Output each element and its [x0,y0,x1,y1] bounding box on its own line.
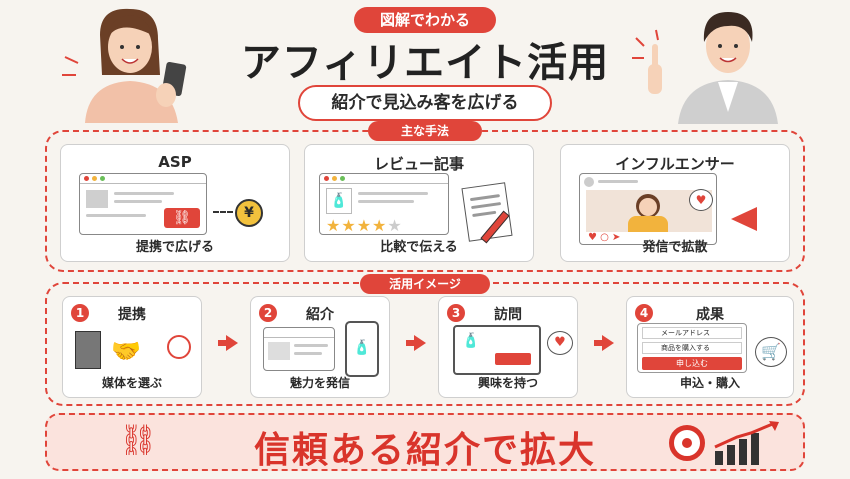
browser-window-icon: ⛓ [79,173,207,235]
email-field: メールアドレス [642,327,742,339]
submit-button: 申し込む [642,357,742,370]
laptop-icon: 🧴 [453,325,541,375]
page-title: アフィリエイト活用 [240,40,610,86]
woman-with-phone-illustration [62,8,187,123]
step-caption: 媒体を選ぶ [101,376,162,390]
handshake-icon: 🤝 [111,337,141,365]
conclusion-banner: ⛓ 信頼ある紹介で拡大 [45,413,805,471]
method-card-asp: ASP ⛓ ¥ 提携で広げる [60,144,290,262]
step-caption: 申込・購入 [679,376,740,390]
heart-bubble-icon: ♥ [547,331,573,355]
network-icon [167,335,191,359]
step-card-result: 4 成果 メールアドレス 商品を購入する 申し込む 🛒 申込・購入 [626,296,794,398]
link-icon: ⛓ [119,423,158,458]
step-title: 訪問 [494,307,522,323]
smartphone-icon: 🧴 [345,321,379,377]
usage-label: 活用イメージ [360,274,490,294]
megaphone-icon [731,207,757,231]
step-number: 2 [259,304,277,322]
step-card-introduce: 2 紹介 🧴 魅力を発信 [250,296,390,398]
step-title: 提携 [118,307,146,323]
man-pointing-illustration [632,12,778,124]
star-rating-icon: ★★★★★ [326,216,403,235]
arrow-right-icon [226,335,238,351]
method-title: インフルエンサー [615,155,735,173]
review-page-icon: 🧴 ★★★★★ [319,173,449,235]
step-card-partnership: 1 提携 🤝 媒体を選ぶ [62,296,202,398]
step-number: 1 [71,304,89,322]
subtitle-text: 紹介で見込み客を広げる [331,93,519,113]
step-caption: 興味を持つ [477,376,538,390]
method-title: レビュー記事 [373,155,464,173]
growth-chart-icon [714,421,779,465]
method-card-influencer: インフルエンサー ♥ ○ ➤ ♥ 発信で拡散 [560,144,790,262]
method-title: ASP [158,153,192,171]
cart-bubble-icon: 🛒 [755,337,787,367]
subtitle-bubble: 紹介で見込み客を広げる [298,85,552,121]
header-badge: 図解でわかる [354,7,496,33]
article-page-icon [263,327,335,371]
heart-bubble-icon: ♥ [689,189,713,211]
step-number: 4 [635,304,653,322]
banner-text: 信頼ある紹介で拡大 [253,430,596,471]
product-field: 商品を購入する [642,342,742,354]
step-card-visit: 3 訪問 🧴 ♥ 興味を持つ [438,296,578,398]
step-title: 成果 [696,307,724,323]
target-icon [669,425,705,461]
step-number: 3 [447,304,465,322]
yen-coin-icon: ¥ [235,199,263,227]
arrow-right-icon [414,335,426,351]
methods-label: 主な手法 [368,121,482,141]
signup-form: メールアドレス 商品を購入する 申し込む [637,323,747,373]
step-title: 紹介 [306,307,334,323]
method-caption: 比較で伝える [380,240,458,255]
method-caption: 提携で広げる [135,240,214,255]
building-icon [75,331,101,369]
link-icon: ⛓ [164,208,200,228]
method-caption: 発信で拡散 [642,240,708,255]
method-card-review: レビュー記事 🧴 ★★★★★ 比較で伝える [304,144,534,262]
step-caption: 魅力を発信 [289,376,350,390]
arrow-right-icon [602,335,614,351]
